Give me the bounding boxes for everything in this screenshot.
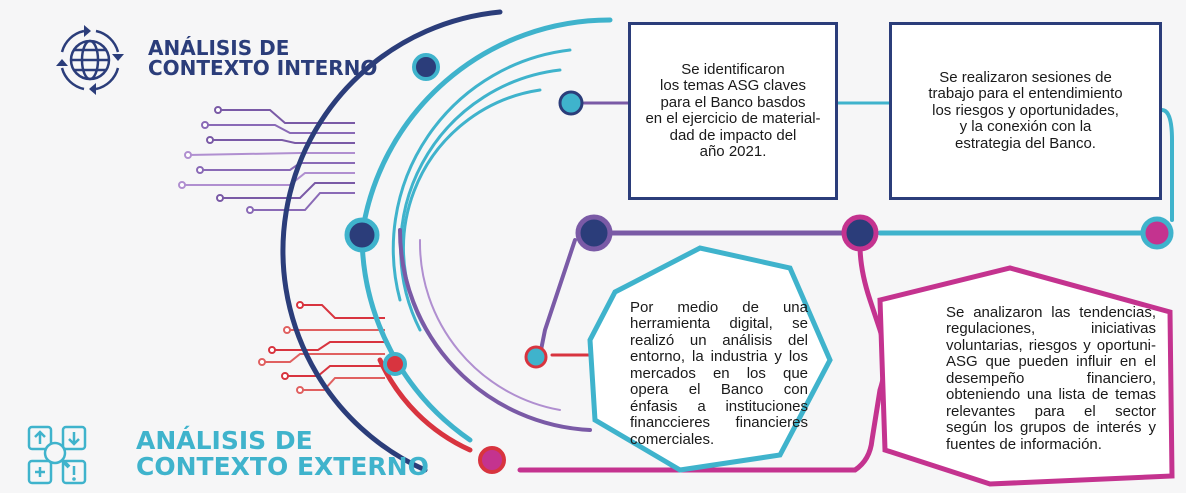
box-text-line: estrategia del Banco. [955, 134, 1096, 152]
external-hexagon-cyan [587, 245, 833, 473]
box-text-line: según los grupos de interés y [946, 419, 1156, 437]
box-text-line: Se realizaron sesiones de [939, 68, 1112, 86]
internal-context-title: ANÁLISIS DE CONTEXTO INTERNO [148, 38, 377, 79]
node-markers [344, 53, 1174, 474]
external-text-box-2: Se analizaron las tendencias, regulacion… [946, 298, 1156, 460]
internal-title-line: CONTEXTO INTERNO [148, 56, 378, 81]
external-title-line: CONTEXTO EXTERNO [136, 451, 429, 481]
box-text-line: mercados en los que [630, 364, 808, 382]
box-text-line: realizó un análisis del [630, 331, 808, 349]
box-text-line: obteniendo una lista de temas [946, 386, 1156, 404]
box-text-line: para el Banco basdos [660, 93, 806, 111]
external-circuit-traces [258, 301, 385, 394]
internal-text-box-2: Se realizaron sesiones de trabajo para e… [889, 22, 1162, 200]
box-text-line: los riesgos y oportunidades, [932, 101, 1119, 119]
box-text-line: relevantes para el sector [946, 402, 1156, 420]
box-text-line: financcieres financieres [630, 414, 808, 432]
box-text-line: herramienta digital, se [630, 315, 808, 333]
internal-circuit-traces [178, 106, 355, 214]
box-text-line: los temas ASG claves [660, 77, 806, 94]
box-text-line: desempeño financiero, [946, 369, 1156, 387]
box-text-line: Se analizaron las tendencias, [946, 303, 1156, 321]
box-text-line: trabajo para el entendimiento [928, 85, 1123, 103]
box-text-line: regulaciones, iniciativas [946, 320, 1156, 338]
internal-text-box-1: Se identificaron los temas ASG claves pa… [628, 22, 838, 200]
box-text-line: Por medio de una [630, 298, 808, 316]
box-text-line: fuentes de información. [946, 435, 1102, 453]
box-text-line: entorno, la industria y los [630, 348, 808, 366]
external-text-box-1: Por medio de una herramienta digital, se… [630, 294, 808, 454]
box-text-line: año 2021. [699, 143, 767, 160]
box-text-line: en el ejercicio de material- [645, 110, 821, 127]
external-context-title: ANÁLISIS DE CONTEXTO EXTERNO [136, 428, 429, 479]
box-text-line: Se identificaron [681, 60, 785, 78]
box-text-line: opera el Banco con [630, 381, 808, 399]
box-text-line: énfasis a instituciones [630, 397, 808, 415]
internal-title-line: ANÁLISIS DE [148, 36, 290, 60]
box-text-line: ASG que pueden influir en el [946, 353, 1156, 371]
box-text-line: comerciales. [630, 430, 715, 448]
external-title-line: ANÁLISIS DE [136, 426, 313, 455]
external-hexagon-magenta [877, 265, 1175, 487]
concentric-arcs [280, 9, 613, 473]
box-text-line: voluntarias, riesgos y oportuni- [946, 336, 1156, 354]
globe-cycle-icon [50, 20, 130, 100]
analysis-tools-icon [26, 424, 88, 486]
box-text-line: y la conexión con la [959, 118, 1092, 136]
box-text-line: dad de impacto del [669, 126, 797, 144]
